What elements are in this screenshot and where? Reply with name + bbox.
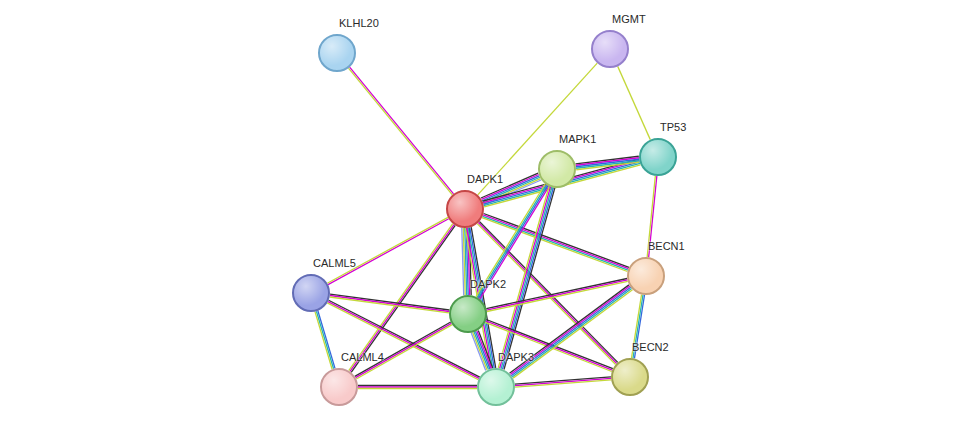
protein-node: DAPK3: [477, 368, 515, 406]
interaction-edge: [515, 377, 611, 387]
evidence-line: [315, 312, 332, 370]
evidence-line: [349, 224, 453, 371]
protein-label: DAPK3: [498, 351, 534, 363]
evidence-line: [503, 188, 554, 369]
evidence-line: [618, 66, 651, 139]
node-highlight: [641, 140, 675, 174]
evidence-line: [350, 67, 454, 194]
node-highlight: [322, 370, 356, 404]
node-highlight: [479, 370, 513, 404]
evidence-line: [327, 217, 448, 283]
evidence-line: [356, 323, 452, 377]
evidence-line: [576, 161, 639, 169]
node-highlight: [629, 259, 663, 293]
evidence-line: [504, 188, 555, 369]
node-highlight: [593, 32, 627, 66]
evidence-line: [358, 388, 477, 389]
evidence-line: [330, 296, 449, 312]
evidence-line: [515, 378, 611, 385]
interaction-edge: [509, 285, 632, 378]
evidence-line: [318, 311, 335, 369]
evidence-line: [328, 219, 449, 285]
evidence-line: [483, 216, 628, 270]
protein-node: MAPK1: [538, 150, 576, 188]
protein-node: DAPK1: [446, 190, 484, 228]
protein-node: CALML4: [320, 368, 358, 406]
interaction-edge: [498, 186, 555, 369]
node-highlight: [451, 297, 485, 331]
protein-label: DAPK1: [467, 173, 503, 185]
interaction-edge: [327, 217, 448, 284]
evidence-line: [483, 215, 628, 269]
protein-label: CALML4: [341, 351, 384, 363]
evidence-line: [462, 228, 464, 295]
evidence-line: [355, 322, 451, 376]
evidence-line: [358, 386, 477, 387]
protein-label: TP53: [660, 121, 686, 133]
node-highlight: [448, 192, 482, 226]
protein-label: MAPK1: [559, 133, 596, 145]
protein-label: MGMT: [612, 13, 646, 25]
node-highlight: [294, 276, 328, 310]
evidence-line: [478, 223, 616, 364]
protein-label: BECN2: [632, 341, 669, 353]
evidence-line: [358, 385, 477, 386]
evidence-line: [576, 162, 639, 170]
evidence-line: [482, 218, 627, 272]
interaction-edge: [482, 213, 629, 271]
evidence-line: [474, 332, 488, 370]
interaction-edge: [576, 156, 640, 169]
node-highlight: [320, 36, 354, 70]
protein-label: CALML5: [313, 257, 356, 269]
protein-node: TP53: [639, 138, 677, 176]
evidence-line: [473, 333, 487, 371]
evidence-line: [479, 222, 617, 363]
protein-node: MGMT: [591, 30, 629, 68]
protein-node: KLHL20: [318, 34, 356, 72]
interaction-edge: [355, 322, 452, 379]
node-highlight: [540, 152, 574, 186]
protein-label: KLHL20: [339, 17, 379, 29]
evidence-line: [316, 311, 333, 369]
interaction-edge: [471, 330, 492, 370]
protein-label: DAPK2: [470, 278, 506, 290]
evidence-line: [348, 68, 452, 195]
interaction-edge: [618, 66, 651, 139]
node-highlight: [613, 360, 647, 394]
evidence-line: [512, 289, 631, 377]
interaction-edge: [315, 311, 335, 369]
evidence-line: [515, 380, 611, 387]
evidence-line: [471, 333, 485, 371]
evidence-line: [330, 294, 449, 310]
protein-node: CALML5: [292, 274, 330, 312]
interaction-edge: [358, 386, 477, 389]
interaction-edge: [348, 67, 453, 195]
protein-node: DAPK2: [449, 295, 487, 333]
protein-node: BECN1: [627, 257, 665, 295]
evidence-line: [484, 213, 629, 267]
protein-label: BECN1: [648, 240, 685, 252]
protein-node: BECN2: [611, 358, 649, 396]
